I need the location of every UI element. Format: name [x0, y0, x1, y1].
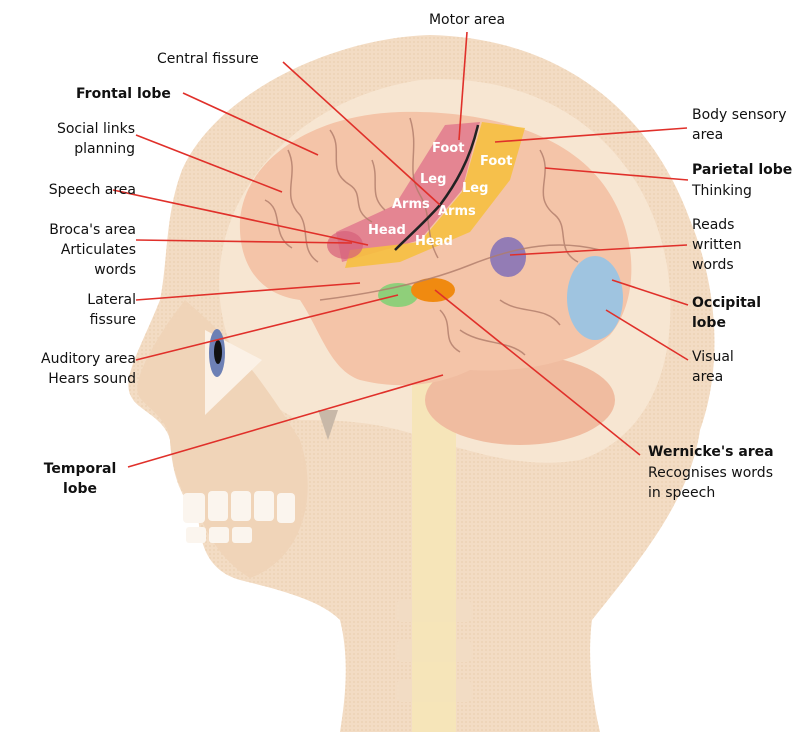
reads-words-region	[490, 237, 526, 277]
sensory-map-head: Head	[415, 234, 453, 249]
sensory-map-leg: Leg	[462, 181, 488, 196]
sensory-map-foot: Foot	[480, 154, 512, 169]
motor-map-leg: Leg	[420, 172, 446, 187]
parietal-lobe-label: Parietal lobe	[692, 160, 792, 180]
motor-map-head: Head	[368, 223, 406, 238]
reads-written-words-label: Reads written words	[692, 215, 742, 275]
central-fissure-label: Central fissure	[157, 49, 259, 69]
auditory-area-label: Auditory area Hears sound	[5, 349, 136, 389]
thinking-label: Thinking	[692, 181, 752, 201]
lateral-fissure-label: Lateral fissure	[10, 290, 136, 330]
frontal-lobe-label: Frontal lobe	[76, 84, 171, 104]
occipital-lobe-label: Occipital lobe	[692, 293, 761, 333]
speech-area-label: Speech area	[10, 180, 136, 200]
motor-map-foot: Foot	[432, 141, 464, 156]
motor-area-label: Motor area	[412, 10, 522, 30]
wernickes-area-label: Wernicke's area	[648, 442, 774, 462]
social-links-label: Social links planning	[20, 119, 135, 159]
recognises-words-label: Recognises words in speech	[648, 463, 773, 503]
body-sensory-label: Body sensory area	[692, 105, 786, 145]
brocas-area-label: Broca's area Articulates words	[10, 220, 136, 280]
temporal-lobe-label: Temporal lobe	[30, 459, 130, 499]
sensory-map-arms: Arms	[438, 204, 476, 219]
visual-area-label: Visual area	[692, 347, 734, 387]
visual-area-region	[567, 256, 623, 340]
motor-map-arms: Arms	[392, 197, 430, 212]
brocas-area-region	[327, 231, 363, 259]
